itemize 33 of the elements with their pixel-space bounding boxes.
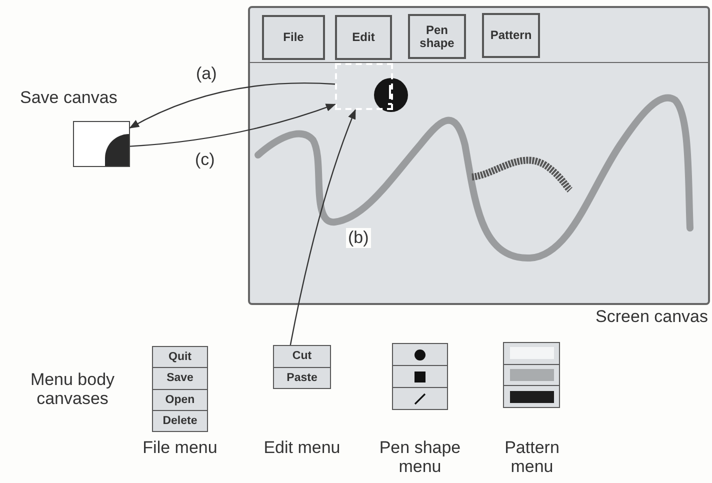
arrow xyxy=(130,104,336,147)
button-label: Edit xyxy=(352,31,375,44)
node-label: File menu xyxy=(142,438,218,457)
arrow xyxy=(290,109,356,346)
node-label: Save canvas xyxy=(20,88,118,107)
button-label: Pen shape xyxy=(418,24,456,50)
menu-item: Delete xyxy=(153,410,207,431)
menu-item: Open xyxy=(153,390,207,411)
menu-button xyxy=(482,13,540,58)
menu-button xyxy=(262,15,325,60)
menu-body xyxy=(152,346,208,432)
button-label: Pattern xyxy=(490,29,532,42)
menu-item: Save xyxy=(153,368,207,390)
arrow xyxy=(129,82,336,128)
menu-item: Cut xyxy=(274,346,330,368)
edge-label: (a) xyxy=(194,64,219,84)
menu-button xyxy=(408,14,466,59)
label-text: Menu body canvases xyxy=(29,370,116,408)
node-label: Pattern menu xyxy=(504,438,560,476)
node-label: Screen canvas xyxy=(594,307,708,326)
menu-body xyxy=(273,345,331,389)
menu-item: Quit xyxy=(153,347,207,368)
menu-button xyxy=(335,15,392,60)
button-label: File xyxy=(283,31,304,44)
node-label: Pen shape menu xyxy=(378,438,462,476)
menu-body xyxy=(503,342,560,408)
menu-item: Paste xyxy=(274,368,330,388)
edge-label: (b) xyxy=(346,228,371,248)
selection-rectangle xyxy=(335,63,393,110)
menu-body xyxy=(392,343,448,410)
edge-label: (c) xyxy=(193,150,217,170)
save-canvas-box xyxy=(73,121,130,167)
node-label: Edit menu xyxy=(262,438,342,457)
